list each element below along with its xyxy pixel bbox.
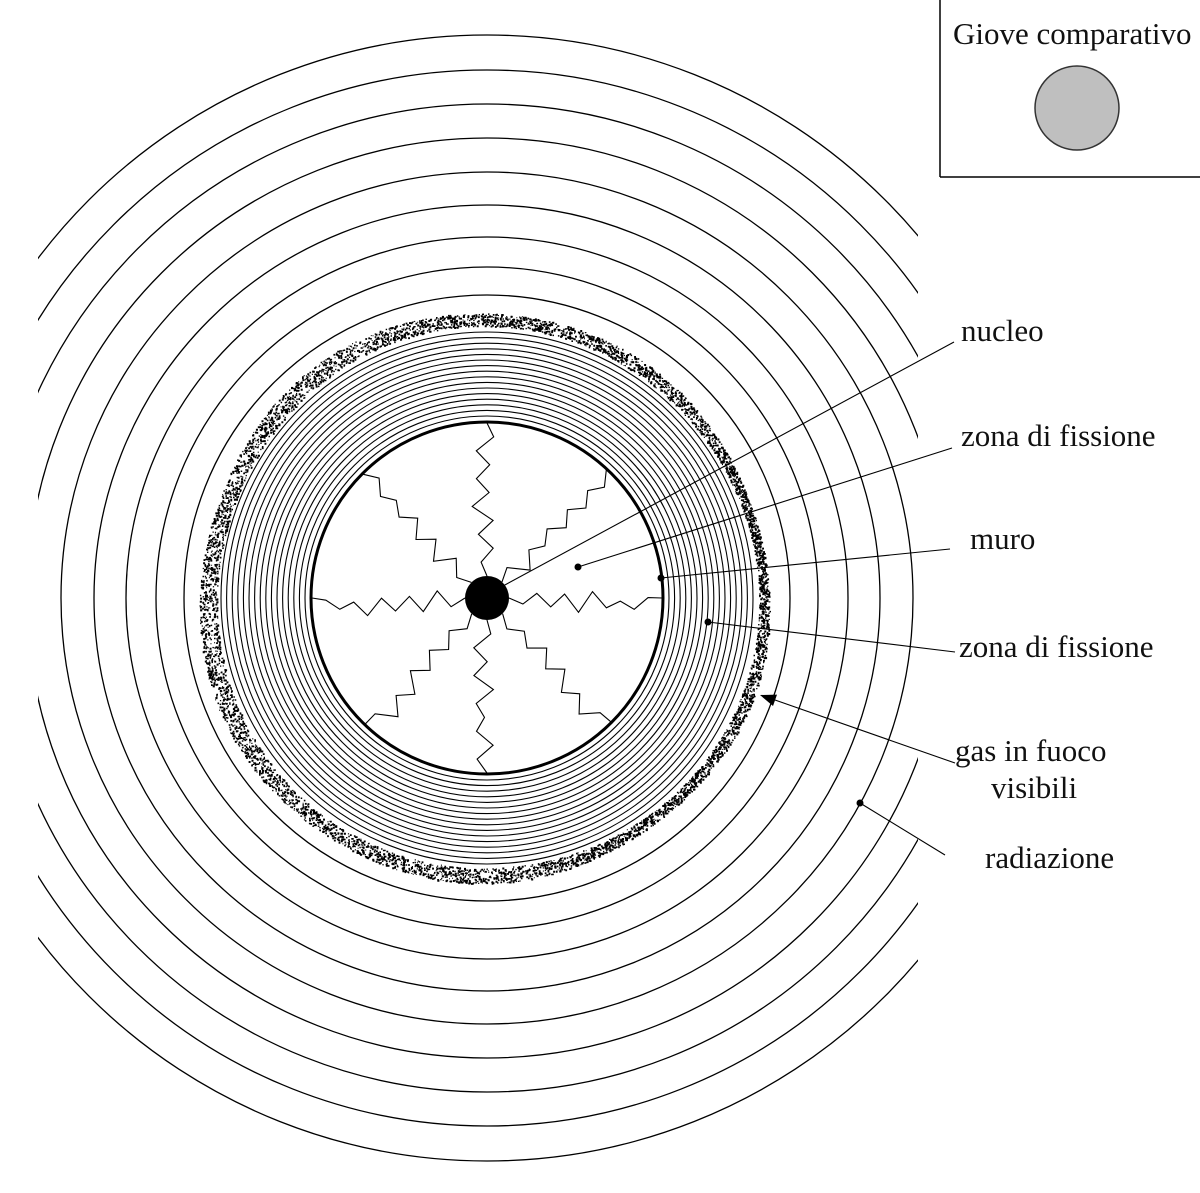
- radiation-rings: [38, 34, 918, 1162]
- leader-line-zona-di-fissione-inner: [577, 447, 953, 568]
- label-muro: muro: [970, 521, 1035, 556]
- fission-zone-ring: [276, 387, 698, 809]
- leader-line-gas-in-fuoco: [774, 699, 956, 764]
- label-zona-di-fissione-inner: zona di fissione: [961, 418, 1156, 453]
- label-radiazione: radiazione: [985, 840, 1114, 875]
- label-nucleo: nucleo: [961, 313, 1044, 348]
- jupiter-circle: [1034, 65, 1120, 151]
- fission-zone-ring: [293, 404, 681, 792]
- comparison-box: Giove comparativo: [939, 0, 1200, 178]
- leader-line-zona-di-fissione-outer: [707, 621, 956, 653]
- fission-zone-ring: [220, 331, 754, 865]
- fission-zone-ring: [242, 353, 732, 843]
- fission-crack: [363, 473, 472, 583]
- pointer-dot-muro: [657, 574, 665, 582]
- leader-line-muro: [660, 548, 951, 579]
- fission-zone-ring: [270, 381, 704, 815]
- radiation-ring: [38, 34, 918, 1162]
- fission-crack: [501, 469, 607, 583]
- fission-zone-ring: [265, 376, 709, 820]
- pointer-dot-zona-di-fissione-inner: [574, 563, 582, 571]
- nucleus-core: [465, 576, 509, 620]
- fission-zone-ring: [287, 398, 687, 798]
- label-gas-in-fuoco-line2: visibili: [991, 770, 1078, 805]
- fission-crack: [311, 590, 466, 617]
- fission-cracks: [311, 422, 663, 774]
- radiation-ring: [155, 266, 819, 930]
- fission-zone-ring: [298, 409, 676, 787]
- radiation-ring: [60, 171, 914, 1025]
- label-zona-di-fissione-outer: zona di fissione: [959, 629, 1154, 664]
- radiation-ring: [93, 204, 881, 992]
- fission-crack: [502, 613, 612, 723]
- fission-zone-ring: [226, 337, 748, 859]
- fission-zone-ring: [282, 393, 692, 803]
- fission-crack: [365, 613, 473, 725]
- fission-zone-ring: [254, 365, 720, 831]
- radiation-ring: [125, 236, 849, 960]
- leader-line-radiazione: [859, 802, 946, 856]
- comparison-box-title: Giove comparativo: [953, 16, 1191, 51]
- fission-zone-ring: [259, 370, 715, 826]
- leader-line-nucleo: [502, 341, 955, 587]
- radiation-ring: [183, 294, 791, 902]
- fission-zone-ring: [231, 342, 743, 854]
- radiation-ring: [38, 137, 918, 1059]
- radiation-ring: [38, 69, 918, 1127]
- pointer-dot-radiazione: [856, 799, 864, 807]
- fission-zone-ring: [248, 359, 726, 837]
- fission-zone-rings: [220, 331, 754, 865]
- fission-zone-ring: [304, 415, 670, 781]
- radiation-ring: [38, 103, 918, 1093]
- fission-crack: [508, 590, 663, 614]
- pointer-dot-zona-di-fissione-outer: [704, 618, 712, 626]
- fission-crack: [471, 422, 495, 577]
- arrowhead-gas-in-fuoco: [760, 694, 777, 706]
- label-gas-in-fuoco-line1: gas in fuoco: [955, 733, 1107, 768]
- fission-crack: [472, 619, 495, 774]
- fission-zone-ring: [237, 348, 737, 848]
